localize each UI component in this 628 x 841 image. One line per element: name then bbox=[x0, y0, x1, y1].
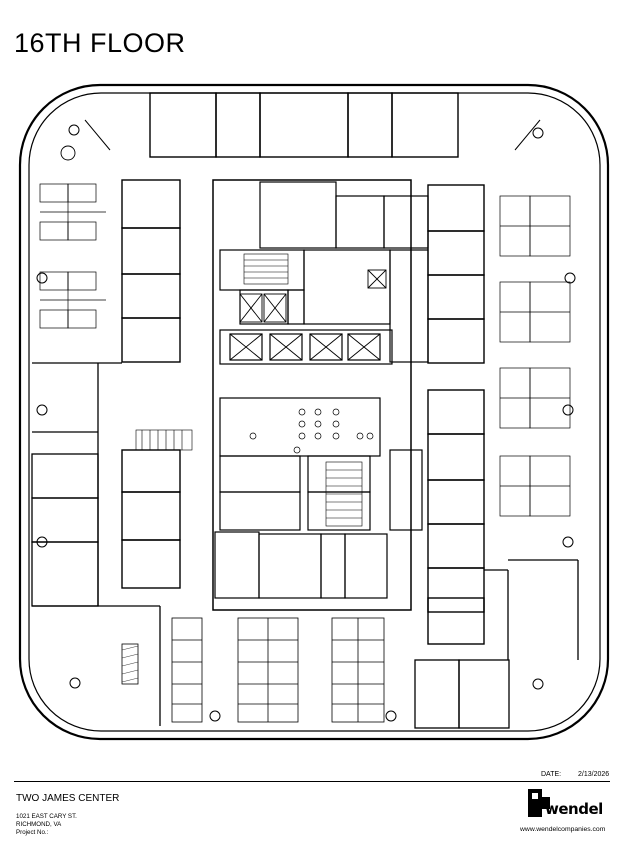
address-line-2: RICHMOND, VA bbox=[16, 821, 62, 828]
workstations-northwest bbox=[39, 183, 106, 329]
date-label: DATE: bbox=[541, 771, 562, 778]
exterior-wall-inner bbox=[28, 92, 601, 732]
restroom-fixtures bbox=[249, 408, 374, 454]
project-number-label: Project No.: bbox=[16, 829, 49, 836]
west-perimeter bbox=[31, 362, 161, 726]
workstations-south bbox=[171, 617, 385, 723]
title-block-top-rule bbox=[14, 781, 610, 782]
elevators bbox=[229, 269, 387, 361]
logo-text: wendel bbox=[545, 800, 603, 818]
round-table bbox=[60, 145, 76, 161]
wendel-logo bbox=[528, 789, 550, 817]
building-core bbox=[212, 179, 412, 611]
stairs bbox=[135, 253, 363, 527]
floor-title: 16TH FLOOR bbox=[14, 28, 186, 58]
core-rooms bbox=[214, 181, 429, 599]
floor-plan bbox=[18, 83, 610, 741]
building-name: TWO JAMES CENTER bbox=[16, 793, 120, 804]
east-offices bbox=[427, 184, 485, 645]
west-offices bbox=[121, 179, 181, 589]
workstations-east bbox=[499, 195, 571, 517]
southeast-offices bbox=[414, 559, 579, 729]
website: www.wendelcompanies.com bbox=[520, 826, 606, 833]
planter bbox=[121, 643, 139, 685]
exterior-wall bbox=[18, 83, 610, 741]
address-line-1: 1021 EAST CARY ST. bbox=[16, 813, 77, 820]
structural-columns bbox=[36, 124, 576, 722]
date-value: 2/13/2026 bbox=[578, 771, 610, 778]
north-offices bbox=[149, 92, 459, 158]
